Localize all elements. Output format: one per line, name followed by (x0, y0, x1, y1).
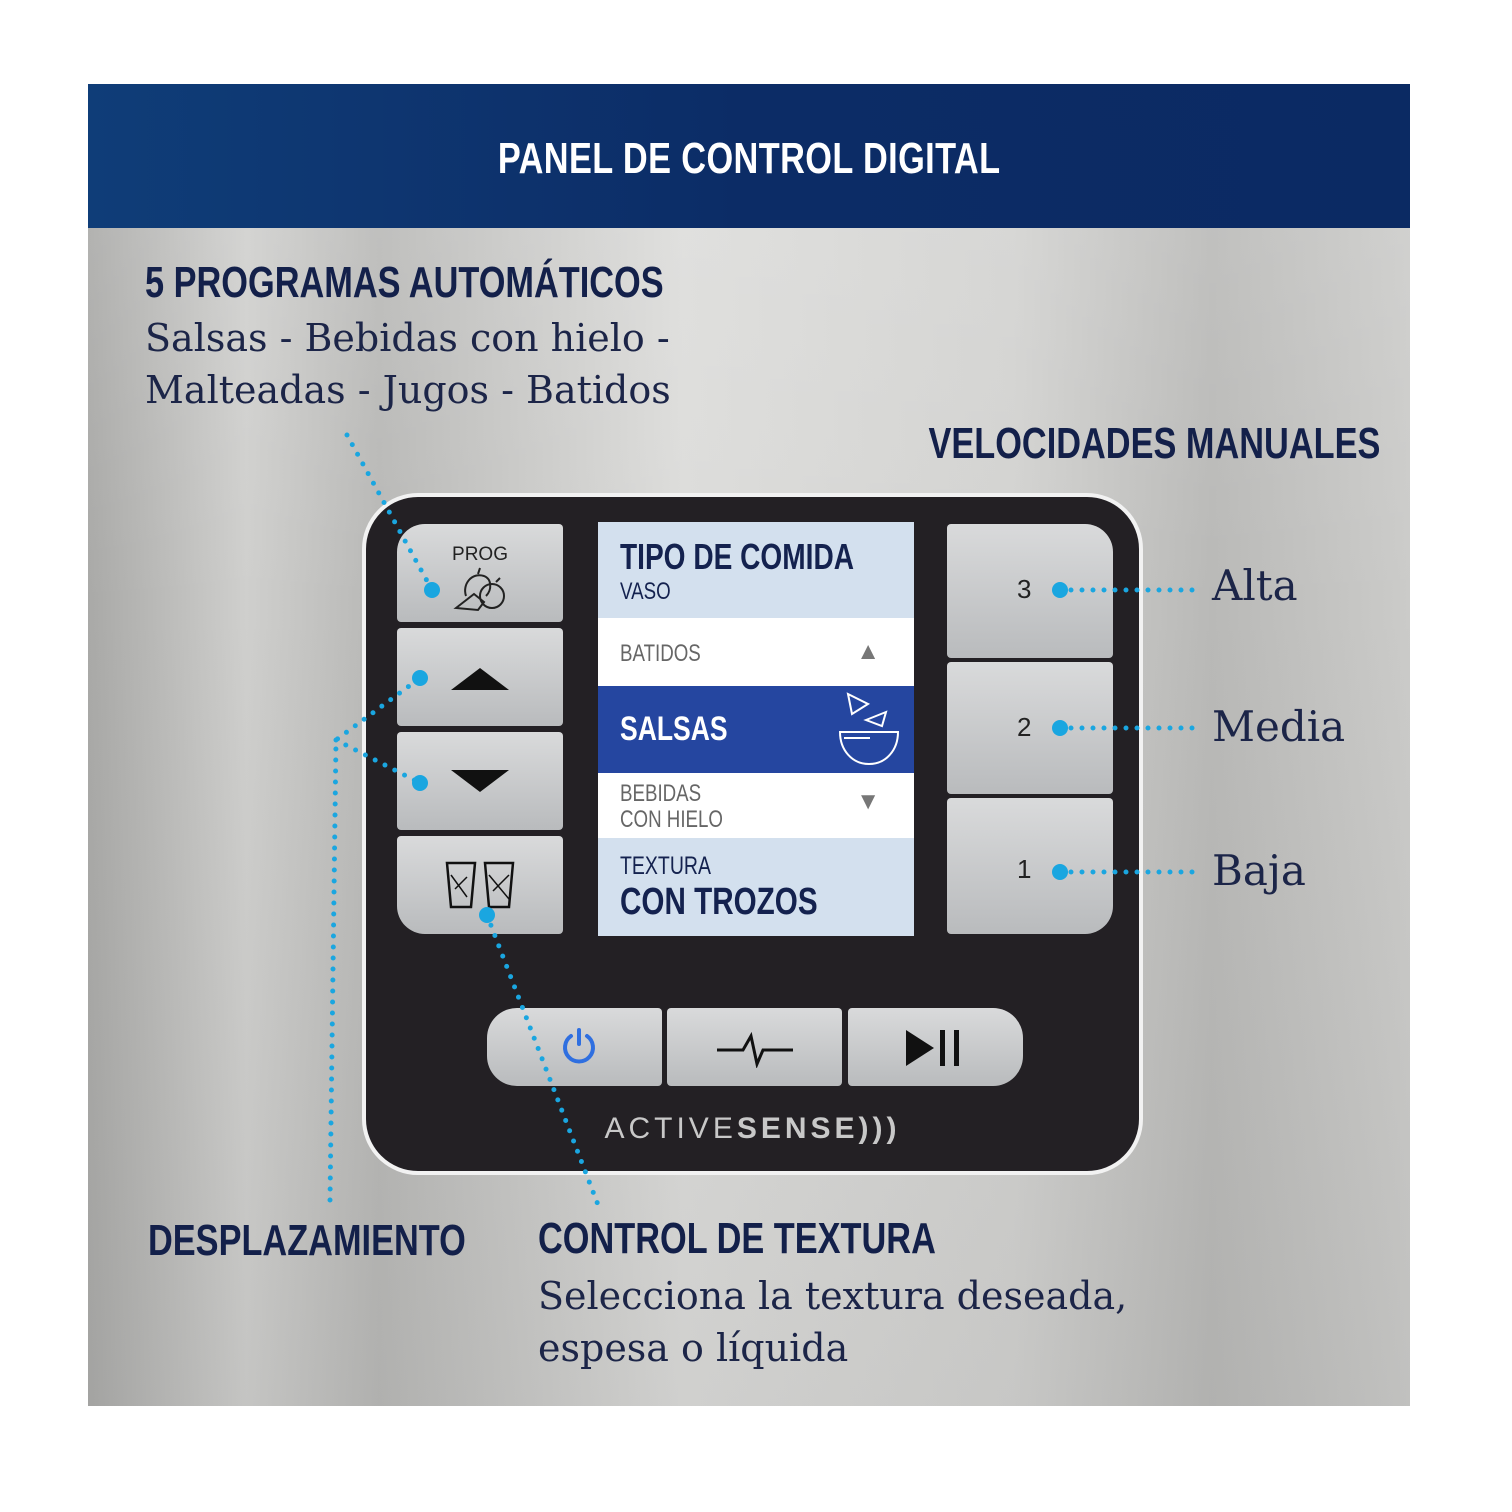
callout-dot (1052, 720, 1068, 736)
triangle-down-icon (451, 770, 509, 792)
programs-heading-text: 5 PROGRAMAS AUTOMÁTICOS (145, 258, 664, 307)
callout-dot (1052, 864, 1068, 880)
prev-item-label: BATIDOS (620, 640, 701, 667)
arrow-down-icon: ▼ (856, 788, 880, 815)
salsa-bowl-icon (838, 692, 900, 766)
brand-light: ACTIVE (604, 1112, 737, 1145)
callout-dot (412, 670, 428, 686)
programs-callout-line (344, 432, 435, 593)
scroll-heading: DESPLAZAMIENTO (148, 1216, 555, 1266)
arrow-up-icon: ▲ (856, 638, 880, 665)
speeds-heading: VELOCIDADES MANUALES (801, 419, 1380, 469)
texture-desc-2: espesa o líquida (538, 1326, 849, 1370)
programs-desc-2: Malteadas - Jugos - Batidos (145, 368, 671, 412)
display-screen: TIPO DE COMIDA VASO BATIDOS ▲ SALSAS BEB… (598, 522, 914, 936)
menu-item-next[interactable]: BEBIDAS CON HIELO ▼ (598, 773, 914, 838)
speed-1-number: 1 (1017, 854, 1032, 884)
speed-3-number: 3 (1017, 574, 1032, 604)
speed-medium-label: Media (1212, 702, 1346, 751)
next-item-line1: BEBIDAS (620, 780, 702, 807)
programs-heading: 5 PROGRAMAS AUTOMÁTICOS (145, 258, 810, 308)
vessel-label: VASO (620, 578, 671, 605)
vegetables-icon (453, 567, 505, 612)
header-banner: PANEL DE CONTROL DIGITAL (88, 84, 1410, 228)
control-panel: PROG TIPO DE COMIDA VASO BATIDOS ▲ SALSA… (362, 493, 1143, 1175)
selected-item-label: SALSAS (620, 710, 728, 748)
next-item-line2: CON HIELO (620, 806, 723, 833)
speed-high-label: Alta (1212, 561, 1298, 610)
scroll-callout-line (327, 675, 423, 1203)
callout-dot (1052, 582, 1068, 598)
scroll-heading-text: DESPLAZAMIENTO (148, 1216, 466, 1265)
texture-heading: CONTROL DE TEXTURA (538, 1214, 1048, 1264)
speeds-heading-text: VELOCIDADES MANUALES (928, 419, 1380, 468)
title-text: PANEL DE CONTROL DIGITAL (497, 134, 1001, 183)
food-type-section: TIPO DE COMIDA VASO (598, 522, 914, 618)
programs-desc-1: Salsas - Bebidas con hielo - (145, 316, 670, 360)
speed-3-button[interactable]: 3 (947, 524, 1113, 658)
play-pause-button[interactable] (848, 1008, 1023, 1086)
pulse-button[interactable] (667, 1008, 842, 1086)
speed-callout-lines (1057, 587, 1201, 875)
menu-item-prev[interactable]: BATIDOS ▲ (598, 618, 914, 686)
infographic: PANEL DE CONTROL DIGITAL 5 PROGRAMAS AUT… (88, 84, 1410, 1406)
texture-label: TEXTURA (620, 852, 712, 880)
callout-dot (479, 907, 495, 923)
texture-glasses-icon (445, 861, 515, 909)
power-icon (563, 1028, 595, 1064)
callout-dot (412, 775, 428, 791)
texture-desc-1: Selecciona la textura deseada, (538, 1274, 1128, 1318)
callout-dot (424, 582, 440, 598)
pulse-icon (717, 1031, 793, 1068)
speed-1-button[interactable]: 1 (947, 798, 1113, 934)
speed-2-number: 2 (1017, 712, 1032, 742)
prog-label: PROG (452, 544, 508, 565)
triangle-up-icon (451, 668, 509, 690)
texture-heading-text: CONTROL DE TEXTURA (538, 1214, 936, 1263)
prog-button[interactable]: PROG (397, 524, 563, 622)
texture-value: CON TROZOS (620, 881, 818, 923)
sound-waves-icon: ))) (858, 1112, 901, 1145)
play-pause-icon (906, 1030, 959, 1066)
speed-2-button[interactable]: 2 (947, 662, 1113, 794)
activesense-logo: ACTIVESENSE))) (366, 1112, 1139, 1146)
callout-lines (327, 432, 1201, 1213)
brand-bold: SENSE (736, 1112, 859, 1145)
speed-low-label: Baja (1212, 846, 1306, 895)
menu-item-selected[interactable]: SALSAS (598, 686, 914, 773)
texture-section: TEXTURA CON TROZOS (598, 838, 914, 936)
page-title: PANEL DE CONTROL DIGITAL (88, 134, 1410, 184)
texture-callout-line (484, 912, 603, 1213)
power-button[interactable] (487, 1008, 662, 1086)
food-type-label: TIPO DE COMIDA (620, 536, 855, 577)
